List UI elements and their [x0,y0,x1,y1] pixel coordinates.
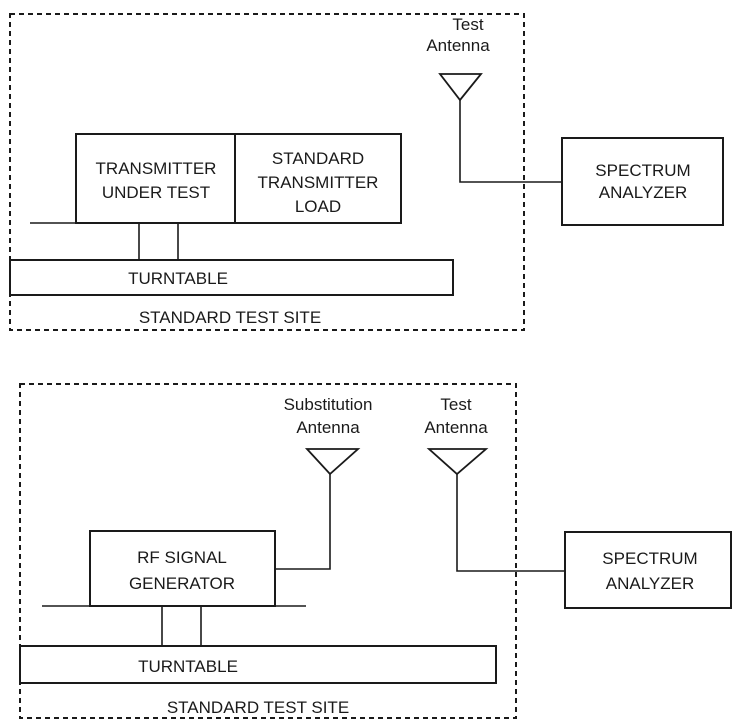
analyzer-label-line1: SPECTRUM [595,161,690,180]
test-antenna: Test Antenna [426,15,490,102]
antenna-cable [459,100,562,183]
standard-transmitter-load-box: STANDARD TRANSMITTER LOAD [234,133,402,224]
test-site-label: STANDARD TEST SITE [167,698,349,717]
analyzer-label-line1: SPECTRUM [602,549,697,568]
analyzer-label-line2: ANALYZER [606,574,695,593]
transmitter-under-test-box: TRANSMITTER UNDER TEST [75,133,236,224]
generator-cable [275,474,331,570]
transmitter-label-line1: TRANSMITTER [96,159,217,178]
test-site-label: STANDARD TEST SITE [139,308,321,327]
load-label-line1: STANDARD [272,149,364,168]
rf-signal-generator-box: RF SIGNAL GENERATOR [89,530,276,607]
substitution-antenna: Substitution Antenna [284,395,373,476]
turntable: TURNTABLE [19,645,497,684]
generator-label-line1: RF SIGNAL [137,548,227,567]
radiated-emission-setup: Test Antenna SPECTRUM ANALYZER TRANSMITT… [9,13,724,331]
spectrum-analyzer-box: SPECTRUM ANALYZER [561,137,724,226]
load-label-line2: TRANSMITTER [258,173,379,192]
turntable-label: TURNTABLE [128,269,228,288]
substitution-setup: Substitution Antenna Test Antenna SPECTR… [19,383,732,719]
analyzer-cable [456,474,565,572]
spectrum-analyzer-box: SPECTRUM ANALYZER [564,531,732,609]
antenna-icon [304,448,361,476]
test-antenna-label-line1: Test [440,395,471,414]
substitution-antenna-label-line2: Antenna [296,418,360,437]
substitution-antenna-label-line1: Substitution [284,395,373,414]
transmitter-label-line2: UNDER TEST [102,183,210,202]
test-antenna-label-line1: Test [452,15,483,34]
test-site-boundary [19,383,517,719]
test-antenna: Test Antenna [424,395,489,476]
turntable-label: TURNTABLE [138,657,238,676]
generator-label-line2: GENERATOR [129,574,235,593]
antenna-icon [426,448,489,476]
load-label-line3: LOAD [295,197,341,216]
test-site-boundary [9,13,525,331]
antenna-icon [438,73,483,102]
analyzer-label-line2: ANALYZER [599,183,688,202]
turntable: TURNTABLE [9,259,454,296]
test-antenna-label-line2: Antenna [424,418,488,437]
test-antenna-label-line2: Antenna [426,36,490,55]
